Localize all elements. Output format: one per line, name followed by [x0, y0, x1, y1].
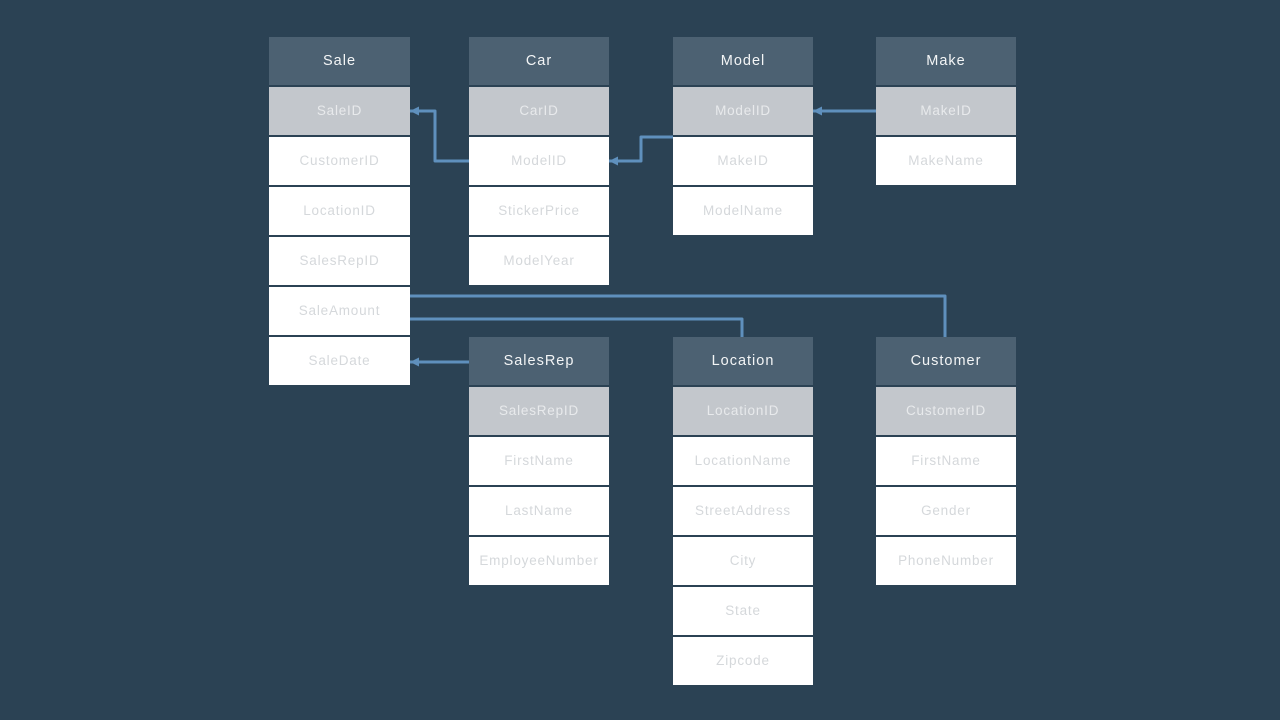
- table-customer-header: Customer: [876, 337, 1016, 385]
- table-location-field-zipcode: Zipcode: [673, 637, 813, 685]
- table-sale-field-saleid: SaleID: [269, 87, 410, 135]
- table-car-field-modelid: ModelID: [469, 137, 609, 185]
- table-sale-field-customerid: CustomerID: [269, 137, 410, 185]
- table-location-field-locationname: LocationName: [673, 437, 813, 485]
- connector-sale-saleamount-to-customer: [410, 294, 947, 338]
- table-sale-field-saledate: SaleDate: [269, 337, 410, 385]
- table-location-field-streetaddress: StreetAddress: [673, 487, 813, 535]
- connector-arrowhead-icon: [410, 357, 419, 367]
- table-salesrep-field-lastname: LastName: [469, 487, 609, 535]
- table-customer-field-gender: Gender: [876, 487, 1016, 535]
- table-salesrep-header: SalesRep: [469, 337, 609, 385]
- connector-arrowhead-icon: [609, 156, 618, 166]
- table-location-field-city: City: [673, 537, 813, 585]
- table-car-field-carid: CarID: [469, 87, 609, 135]
- table-model-field-modelid: ModelID: [673, 87, 813, 135]
- table-model-header: Model: [673, 37, 813, 85]
- table-salesrep-field-employeenumber: EmployeeNumber: [469, 537, 609, 585]
- connector-sale-saleid-to-car-modelid: [410, 109, 469, 163]
- table-car-header: Car: [469, 37, 609, 85]
- table-sale-field-locationid: LocationID: [269, 187, 410, 235]
- table-salesrep-field-salesrepid: SalesRepID: [469, 387, 609, 435]
- table-salesrep-field-firstname: FirstName: [469, 437, 609, 485]
- table-customer-field-customerid: CustomerID: [876, 387, 1016, 435]
- table-car-field-stickerprice: StickerPrice: [469, 187, 609, 235]
- table-customer-field-phonenumber: PhoneNumber: [876, 537, 1016, 585]
- table-sale-field-salesrepid: SalesRepID: [269, 237, 410, 285]
- connector-car-modelid-to-model-modelid: [609, 135, 673, 163]
- connector-arrowhead-icon: [410, 106, 419, 116]
- table-make-header: Make: [876, 37, 1016, 85]
- table-location-field-locationid: LocationID: [673, 387, 813, 435]
- table-model-field-makeid: MakeID: [673, 137, 813, 185]
- table-car-field-modelyear: ModelYear: [469, 237, 609, 285]
- table-location-header: Location: [673, 337, 813, 385]
- table-sale-field-saleamount: SaleAmount: [269, 287, 410, 335]
- table-sale-header: Sale: [269, 37, 410, 85]
- table-make-field-makename: MakeName: [876, 137, 1016, 185]
- connector-sale-saleamount-to-location: [410, 317, 744, 338]
- table-location-field-state: State: [673, 587, 813, 635]
- connector-arrowhead-icon: [813, 106, 822, 116]
- table-model-field-modelname: ModelName: [673, 187, 813, 235]
- table-make-field-makeid: MakeID: [876, 87, 1016, 135]
- table-customer-field-firstname: FirstName: [876, 437, 1016, 485]
